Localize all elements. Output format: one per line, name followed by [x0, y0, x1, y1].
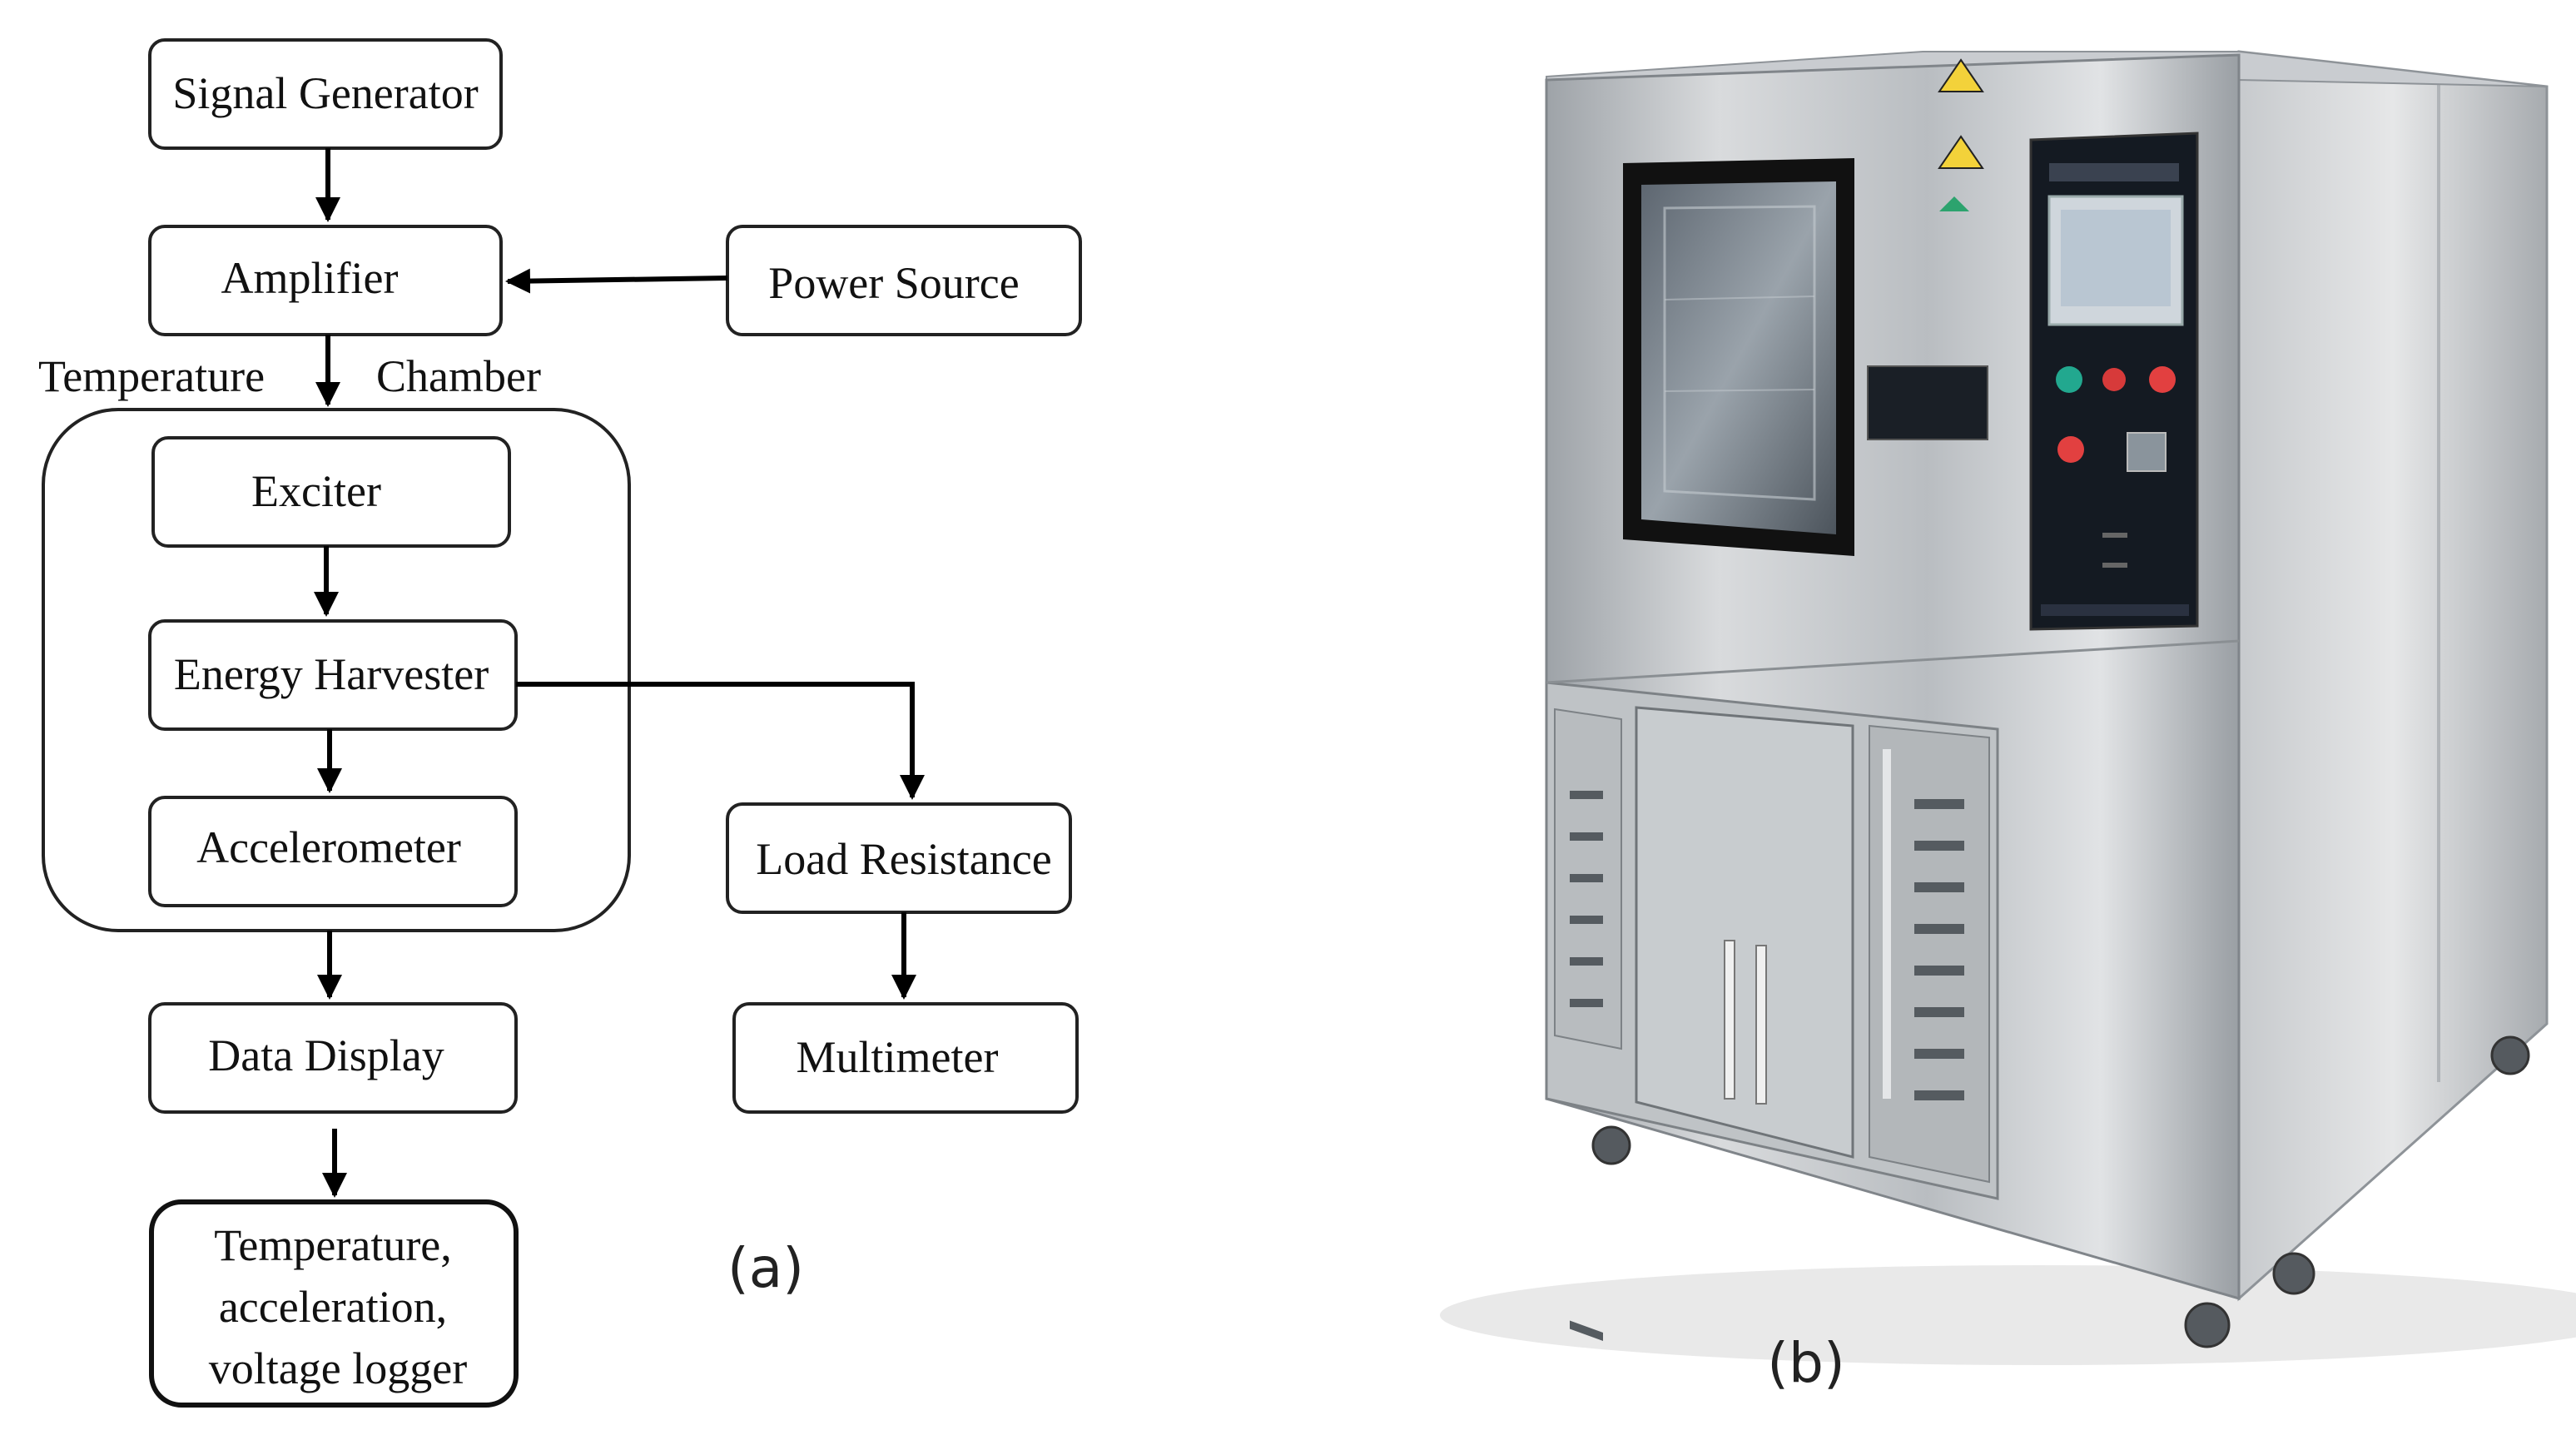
controller-display [2127, 432, 2167, 472]
casters [1591, 1035, 2530, 1348]
emergency-button [2057, 436, 2084, 463]
vent-grille-left [1554, 708, 1622, 1342]
control-panel-header [2049, 163, 2179, 181]
node-energy-harvester: Energy Harvester [148, 619, 518, 731]
vent-grille-right [1869, 724, 1990, 1184]
node-label-line-2: acceleration, [219, 1282, 447, 1332]
panel-label-b: (b) [1767, 1331, 1844, 1395]
node-label: Amplifier [221, 253, 399, 303]
arrow-sticker [1939, 196, 1969, 211]
caster-front-middle [2272, 1252, 2315, 1295]
temperature-chamber-boundary [42, 408, 631, 932]
node-label-line-1: Temperature, [214, 1220, 452, 1270]
node-label: Multimeter [797, 1032, 999, 1082]
floor-shadow [1440, 1265, 2576, 1365]
edge-harvester-to-load [516, 682, 925, 800]
control-panel [2029, 132, 2199, 631]
environmental-test-chamber-photo: (b) [1440, 50, 2576, 1395]
node-power-source: Power Source [726, 225, 1082, 336]
panel-seam [1546, 639, 2240, 684]
node-exciter: Exciter [151, 436, 511, 548]
node-amplifier: Amplifier [148, 225, 503, 336]
indicator-light-red-1 [2102, 368, 2126, 391]
node-accelerometer: Accelerometer [148, 796, 518, 907]
chamber-label-temperature: Temperature [38, 351, 265, 401]
edges [314, 148, 925, 1198]
door-handle-2 [1755, 945, 1767, 1105]
node-label: Accelerometer [196, 822, 461, 872]
node-label: Data Display [208, 1030, 444, 1080]
node-label: Signal Generator [172, 68, 478, 118]
viewing-window [1623, 158, 1854, 556]
indicator-light-green [2056, 366, 2082, 393]
node-label: Energy Harvester [174, 649, 489, 699]
caster-front-right [2184, 1302, 2231, 1348]
edge-power-to-amplifier [505, 268, 728, 294]
node-logger: Temperature, acceleration, voltage logge… [149, 1199, 519, 1408]
block-diagram: Signal Generator Amplifier Power Source … [38, 38, 1082, 1408]
caster-front-left [1591, 1125, 1631, 1165]
chamber-label-chamber: Chamber [376, 351, 541, 401]
lower-door [1635, 706, 1854, 1159]
node-label: Power Source [768, 258, 1019, 308]
caster-rear-right [2490, 1035, 2530, 1075]
node-load-resistance: Load Resistance [726, 802, 1072, 914]
node-signal-generator: Signal Generator [148, 38, 503, 150]
warning-sticker-2 [1938, 135, 1984, 169]
node-label: Exciter [251, 466, 381, 516]
node-label: Load Resistance [756, 834, 1051, 884]
door-handle-1 [1724, 940, 1735, 1100]
warning-sticker-1 [1938, 58, 1984, 92]
node-data-display: Data Display [148, 1002, 518, 1114]
node-label-line-3: voltage logger [209, 1343, 467, 1393]
node-multimeter: Multimeter [732, 1002, 1079, 1114]
panel-label-a: (a) [727, 1236, 804, 1300]
cabinet-side-panel [2237, 50, 2549, 1302]
name-plate [1867, 365, 1988, 440]
indicator-light-red-2 [2149, 366, 2176, 393]
